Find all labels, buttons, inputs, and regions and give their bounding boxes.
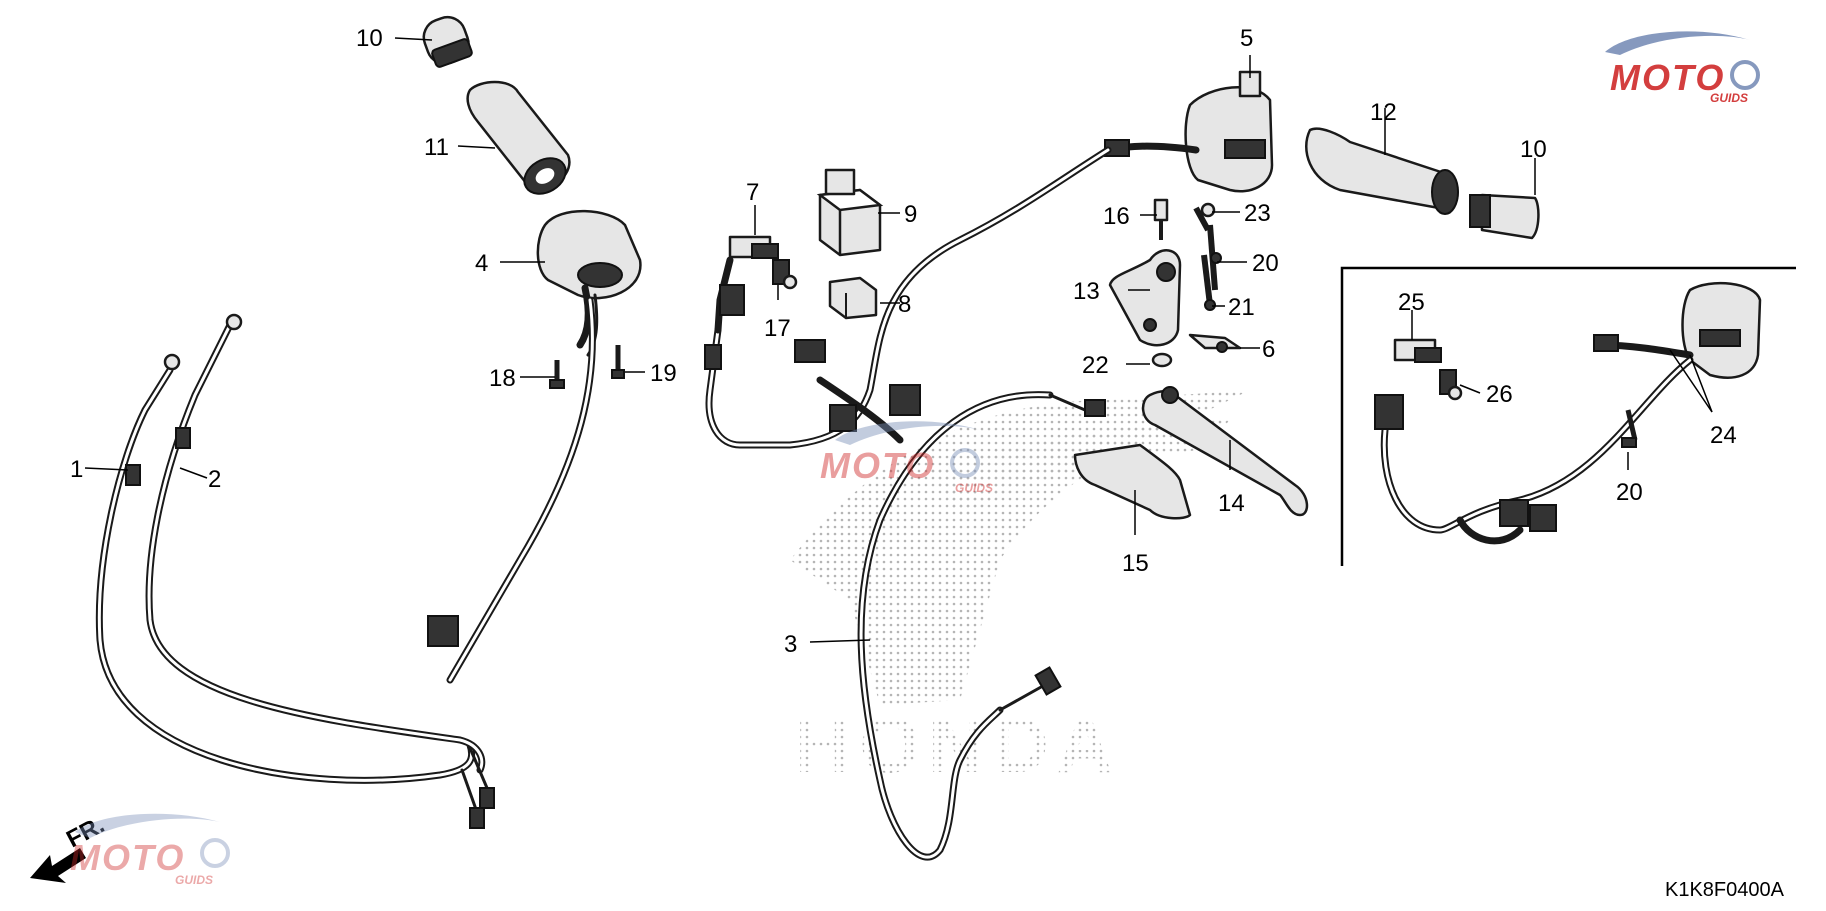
washer-22 — [1151, 352, 1173, 368]
callout-7: 7 — [746, 179, 759, 206]
callout-22: 22 — [1082, 352, 1109, 379]
grip-end-weight-right — [1469, 193, 1540, 240]
watermark-sub-center: GUIDS — [955, 481, 993, 495]
callout-18: 18 — [489, 365, 516, 392]
relay-9 — [816, 168, 884, 257]
throttle-cable-2 — [145, 313, 495, 809]
watermark-sub-top: GUIDS — [1710, 91, 1748, 105]
callout-19: 19 — [650, 360, 677, 387]
diagram-code: K1K8F0400A — [1665, 879, 1785, 901]
connector-7 — [728, 235, 779, 259]
callout-9: 9 — [904, 201, 917, 228]
throttle-cable-1 — [95, 353, 485, 829]
screw-16 — [1153, 198, 1169, 240]
gear-icon-center — [950, 448, 980, 478]
callout-15: 15 — [1122, 550, 1149, 577]
right-handlebar-switch — [1104, 70, 1274, 193]
clip-17 — [772, 259, 798, 290]
callout-14: 14 — [1218, 490, 1245, 517]
callout-26: 26 — [1486, 381, 1513, 408]
callout-20: 20 — [1252, 250, 1279, 277]
bolt-20 — [1207, 224, 1222, 291]
watermark-bottom-left: MOTO GUIDS — [70, 813, 230, 887]
watermark-brand-bottom: MOTO — [70, 837, 185, 878]
callout-23: 23 — [1244, 200, 1271, 227]
watermark-top-right: MOTO GUIDS — [1605, 31, 1760, 105]
callout-4: 4 — [475, 250, 488, 277]
watermark-center: MOTO GUIDS — [820, 421, 993, 495]
callout-labels: 10 11 4 1 2 3 5 6 7 8 9 10 12 13 14 15 1… — [70, 25, 1737, 658]
bolt-23 — [1193, 202, 1216, 232]
relay-8 — [828, 276, 878, 320]
clutch-lever-14 — [1141, 386, 1309, 517]
callout-2: 2 — [208, 466, 221, 493]
callout-1: 1 — [70, 456, 83, 483]
screw-19 — [611, 345, 625, 379]
screw-20-inset — [1621, 409, 1638, 448]
clip-26 — [1439, 369, 1463, 401]
gear-icon-bottom — [200, 838, 230, 868]
wire-harness — [704, 146, 1112, 449]
inset-frame — [1340, 266, 1796, 566]
screw-18 — [549, 360, 565, 389]
callout-10-right: 10 — [1520, 136, 1547, 163]
clutch-cable-3 — [857, 391, 1106, 861]
callout-25: 25 — [1398, 289, 1425, 316]
right-switch-inset-24 — [1374, 281, 1762, 545]
handlebar-grip-right — [1305, 127, 1459, 215]
switch-6 — [1188, 333, 1242, 353]
callout-24: 24 — [1710, 422, 1737, 449]
bolt-21 — [1201, 254, 1216, 311]
callout-13: 13 — [1073, 278, 1100, 305]
leader-lines — [84, 37, 1713, 643]
callout-8: 8 — [898, 291, 911, 318]
callout-5: 5 — [1240, 25, 1253, 52]
gear-icon — [1730, 60, 1760, 90]
handlebar-grip-left — [466, 80, 571, 195]
callout-16: 16 — [1103, 203, 1130, 230]
callout-6: 6 — [1262, 336, 1275, 363]
lever-cover-15 — [1073, 443, 1192, 520]
lever-bracket-13 — [1108, 249, 1182, 347]
callout-20-inset: 20 — [1616, 479, 1643, 506]
callout-3: 3 — [784, 631, 797, 658]
grip-end-weight-left — [422, 15, 473, 68]
callout-11: 11 — [424, 134, 449, 161]
connector-25 — [1393, 338, 1442, 363]
callout-10-left: 10 — [356, 25, 383, 52]
left-handlebar-switch — [427, 209, 642, 684]
callout-21: 21 — [1228, 294, 1255, 321]
watermark-brand-top: MOTO — [1610, 57, 1725, 98]
watermark-brand-center: MOTO — [820, 445, 935, 486]
callout-12: 12 — [1370, 99, 1397, 126]
callout-17: 17 — [764, 315, 791, 342]
watermark-sub-bottom: GUIDS — [175, 873, 213, 887]
